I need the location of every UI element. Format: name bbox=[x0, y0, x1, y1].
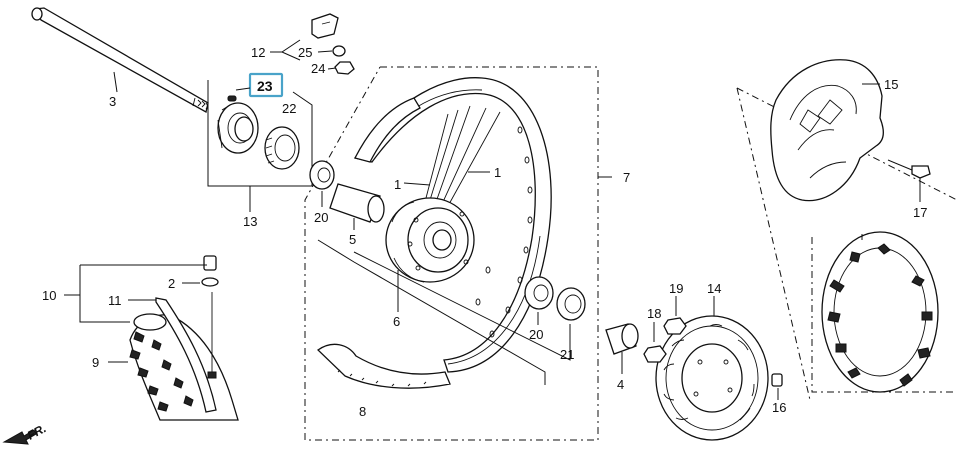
callout-18: 18 bbox=[647, 306, 661, 321]
callout-10: 10 bbox=[42, 288, 56, 303]
callout-20-left: 20 bbox=[314, 210, 328, 225]
highlighted-callout-box bbox=[248, 72, 284, 98]
axle bbox=[31, 7, 209, 113]
valve-cap bbox=[203, 255, 217, 271]
nut-18 bbox=[643, 345, 667, 363]
rim-lower-section bbox=[316, 343, 451, 389]
front-direction-arrow-icon bbox=[2, 429, 37, 445]
callout-11: 11 bbox=[108, 293, 122, 308]
nut-19 bbox=[663, 317, 687, 335]
distance-collar bbox=[329, 183, 385, 223]
front-direction-label: FR. bbox=[25, 421, 49, 442]
callout-9: 9 bbox=[92, 355, 99, 370]
disc-cover bbox=[770, 59, 884, 202]
wheel-hub bbox=[385, 197, 475, 283]
side-collar bbox=[605, 323, 639, 355]
disc-bolt bbox=[771, 373, 783, 387]
bearing-20-right bbox=[524, 276, 554, 310]
valve-nut bbox=[201, 277, 219, 287]
callout-21: 21 bbox=[560, 347, 574, 362]
callout-7: 7 bbox=[623, 170, 630, 185]
callout-14: 14 bbox=[707, 281, 721, 296]
inner-tube bbox=[155, 297, 217, 413]
callout-4: 4 bbox=[617, 377, 624, 392]
callout-25: 25 bbox=[298, 45, 312, 60]
callout-8: 8 bbox=[359, 404, 366, 419]
spokes bbox=[425, 105, 501, 207]
callout-20-right: 20 bbox=[529, 327, 543, 342]
nut-24 bbox=[334, 61, 355, 75]
callout-24: 24 bbox=[311, 61, 325, 76]
callout-5: 5 bbox=[349, 232, 356, 247]
callout-6: 6 bbox=[393, 314, 400, 329]
callout-labels: 3 23 22 12 25 24 13 20 5 1 1 7 6 20 21 8… bbox=[25, 45, 928, 443]
bearing-20-left bbox=[309, 160, 335, 190]
brake-disc-detail bbox=[821, 231, 939, 393]
nut-25 bbox=[332, 45, 346, 57]
rim-spoke-holes bbox=[475, 126, 533, 338]
callout-1-right: 1 bbox=[494, 165, 501, 180]
speed-sensor-bracket bbox=[311, 13, 339, 39]
callout-2: 2 bbox=[168, 276, 175, 291]
bolt-17 bbox=[911, 165, 931, 179]
callout-17: 17 bbox=[913, 205, 927, 220]
wheel-assembly-frame bbox=[304, 66, 612, 441]
callout-22: 22 bbox=[282, 101, 296, 116]
bearing-21 bbox=[556, 287, 586, 321]
callout-23: 23 bbox=[257, 78, 273, 94]
rim-upper-section bbox=[354, 97, 421, 163]
callout-16: 16 bbox=[772, 400, 786, 415]
hub-left-collar bbox=[217, 95, 259, 154]
callout-13: 13 bbox=[243, 214, 257, 229]
bearing-22 bbox=[264, 126, 300, 170]
callout-15: 15 bbox=[884, 77, 898, 92]
callout-1-left: 1 bbox=[394, 177, 401, 192]
callout-3: 3 bbox=[109, 94, 116, 109]
brake-disc bbox=[655, 315, 769, 441]
callout-12: 12 bbox=[251, 45, 265, 60]
callout-19: 19 bbox=[669, 281, 683, 296]
